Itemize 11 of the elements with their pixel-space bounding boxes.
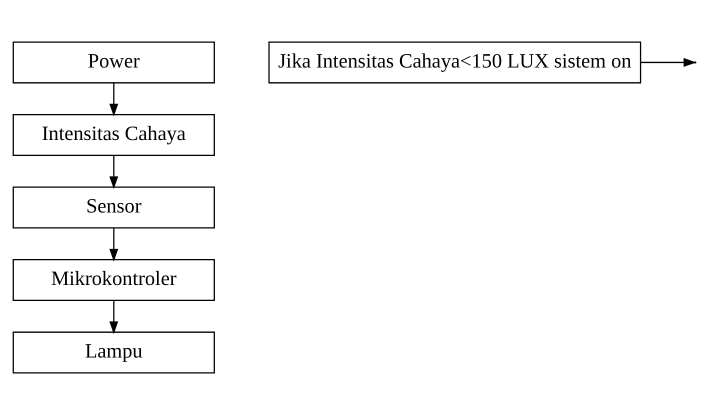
arrow [109,228,118,262]
arrow [109,300,118,334]
arrow [109,82,118,117]
node-box: Mikrokontroler [12,259,215,302]
node-box: Jika Intensitas Cahaya<150 LUX sistem on [268,41,642,84]
node-box: Intensitas Cahaya [12,114,215,156]
node-box: Lampu [12,332,215,374]
node-box: Sensor [12,186,215,228]
arrow [109,155,118,190]
node-box: Power [12,41,215,84]
arrow [640,58,696,67]
